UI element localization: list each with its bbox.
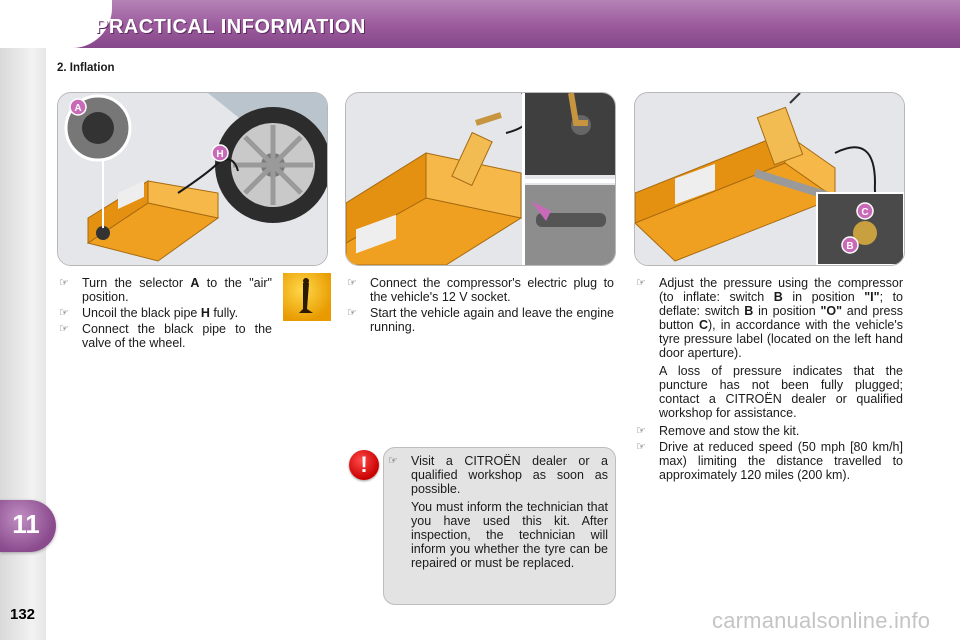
pointing-finger-icon: ☞ [636,277,646,289]
callout-h-label: H [216,149,223,160]
list-item: ☞ Turn the selector A to the "air" posit… [59,276,272,304]
callout-c-label: C [861,207,868,218]
instructions-column-1: ☞ Turn the selector A to the "air" posit… [57,276,272,352]
list-item: ☞ Uncoil the black pipe H fully. [59,306,239,320]
pointing-finger-icon: ☞ [636,425,646,437]
callout-a-label: A [74,103,81,114]
header-corner-tab [0,0,112,48]
chapter-tab: 11 [0,500,56,552]
pointing-finger-icon: ☞ [59,307,69,319]
list-item: ☞ Connect the black pipe to the valve of… [59,322,272,350]
photo-compressor-wheel: A H [57,92,328,266]
instructions-column-2: ☞ Connect the compressor's electric plug… [345,276,614,336]
pressure-loss-note: A loss of pressure indicates that the pu… [659,364,903,420]
pointing-finger-icon: ☞ [347,307,357,319]
chapter-number: 11 [12,509,40,539]
list-item: ☞ Connect the compressor's electric plug… [347,276,614,304]
pointing-finger-icon: ☞ [59,277,69,289]
watermark: carmanualsonline.info [712,608,931,633]
header-bar [0,0,960,48]
page-title: PRACTICAL INFORMATION [95,16,366,38]
warning-note: You must inform the technician that you … [411,500,608,570]
pointing-finger-icon: ☞ [388,455,398,467]
manual-page-icon [283,273,331,321]
section-title: 2. Inflation [57,62,115,74]
pointing-finger-icon: ☞ [347,277,357,289]
photo-compressor-pressure: C B [634,92,905,266]
list-item: ☞ Start the vehicle again and leave the … [347,306,614,334]
callout-b-label: B [846,241,853,252]
pointing-finger-icon: ☞ [59,323,69,335]
warning-box: ☞ Visit a CITROËN dealer or a qualified … [383,447,616,605]
instructions-column-3: ☞ Adjust the pressure using the compress… [634,276,903,484]
pointing-finger-icon: ☞ [636,441,646,453]
photo-compressor-socket [345,92,616,266]
page-number: 132 [10,606,36,623]
list-item: ☞ Remove and stow the kit. [636,424,800,438]
list-item: ☞ Drive at reduced speed (50 mph [80 km/… [636,440,903,482]
list-item: ☞ Adjust the pressure using the compress… [636,276,903,360]
exclamation-warning-icon: ! [349,450,379,480]
list-item: ☞ Visit a CITROËN dealer or a qualified … [388,454,608,496]
